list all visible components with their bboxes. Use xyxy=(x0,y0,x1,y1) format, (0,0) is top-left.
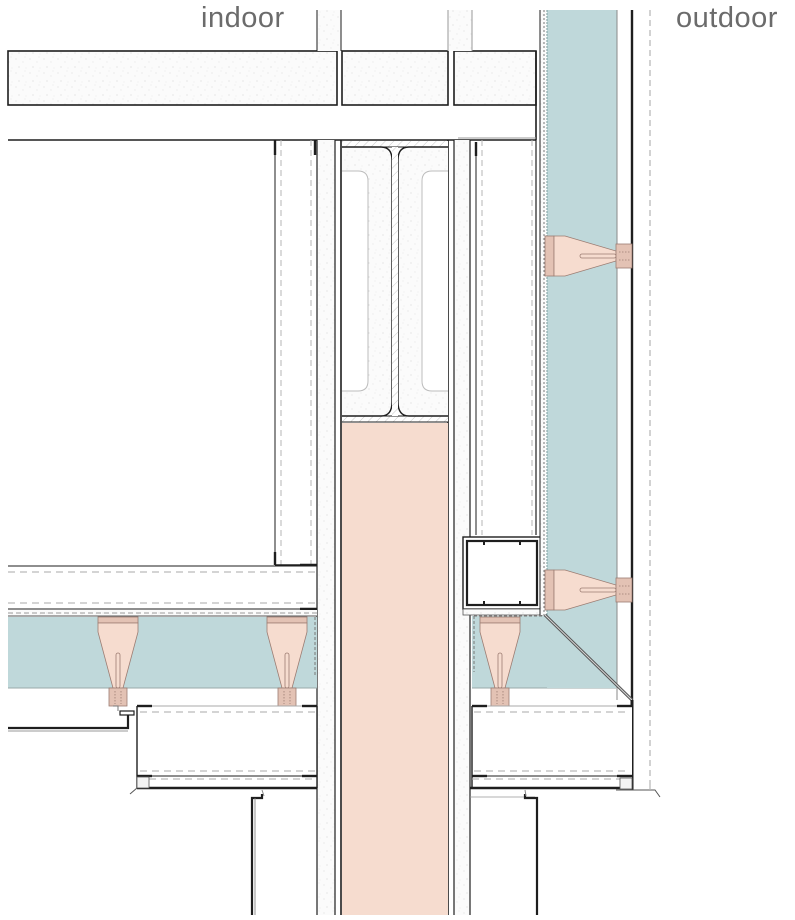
soffit-brackets xyxy=(97,616,521,707)
column-zone xyxy=(316,140,471,915)
wall-insulation xyxy=(547,10,617,615)
soffit-bracket-2 xyxy=(266,616,308,707)
wall-bracket-lower xyxy=(544,569,633,611)
soffit-left xyxy=(8,565,317,689)
column-infill xyxy=(342,423,448,915)
interior-stud-right xyxy=(474,140,537,535)
indoor-label: indoor xyxy=(201,2,285,34)
wall-brackets xyxy=(544,235,633,611)
interior-stud-left xyxy=(273,140,317,567)
soffit-insulation-left xyxy=(8,617,317,688)
soffit-bracket-1 xyxy=(97,616,139,707)
wall-bracket-upper xyxy=(544,235,633,277)
exterior-wall xyxy=(539,10,651,790)
outdoor-label: outdoor xyxy=(676,2,778,34)
lintel-left xyxy=(8,704,318,915)
lintel-right xyxy=(470,704,661,915)
